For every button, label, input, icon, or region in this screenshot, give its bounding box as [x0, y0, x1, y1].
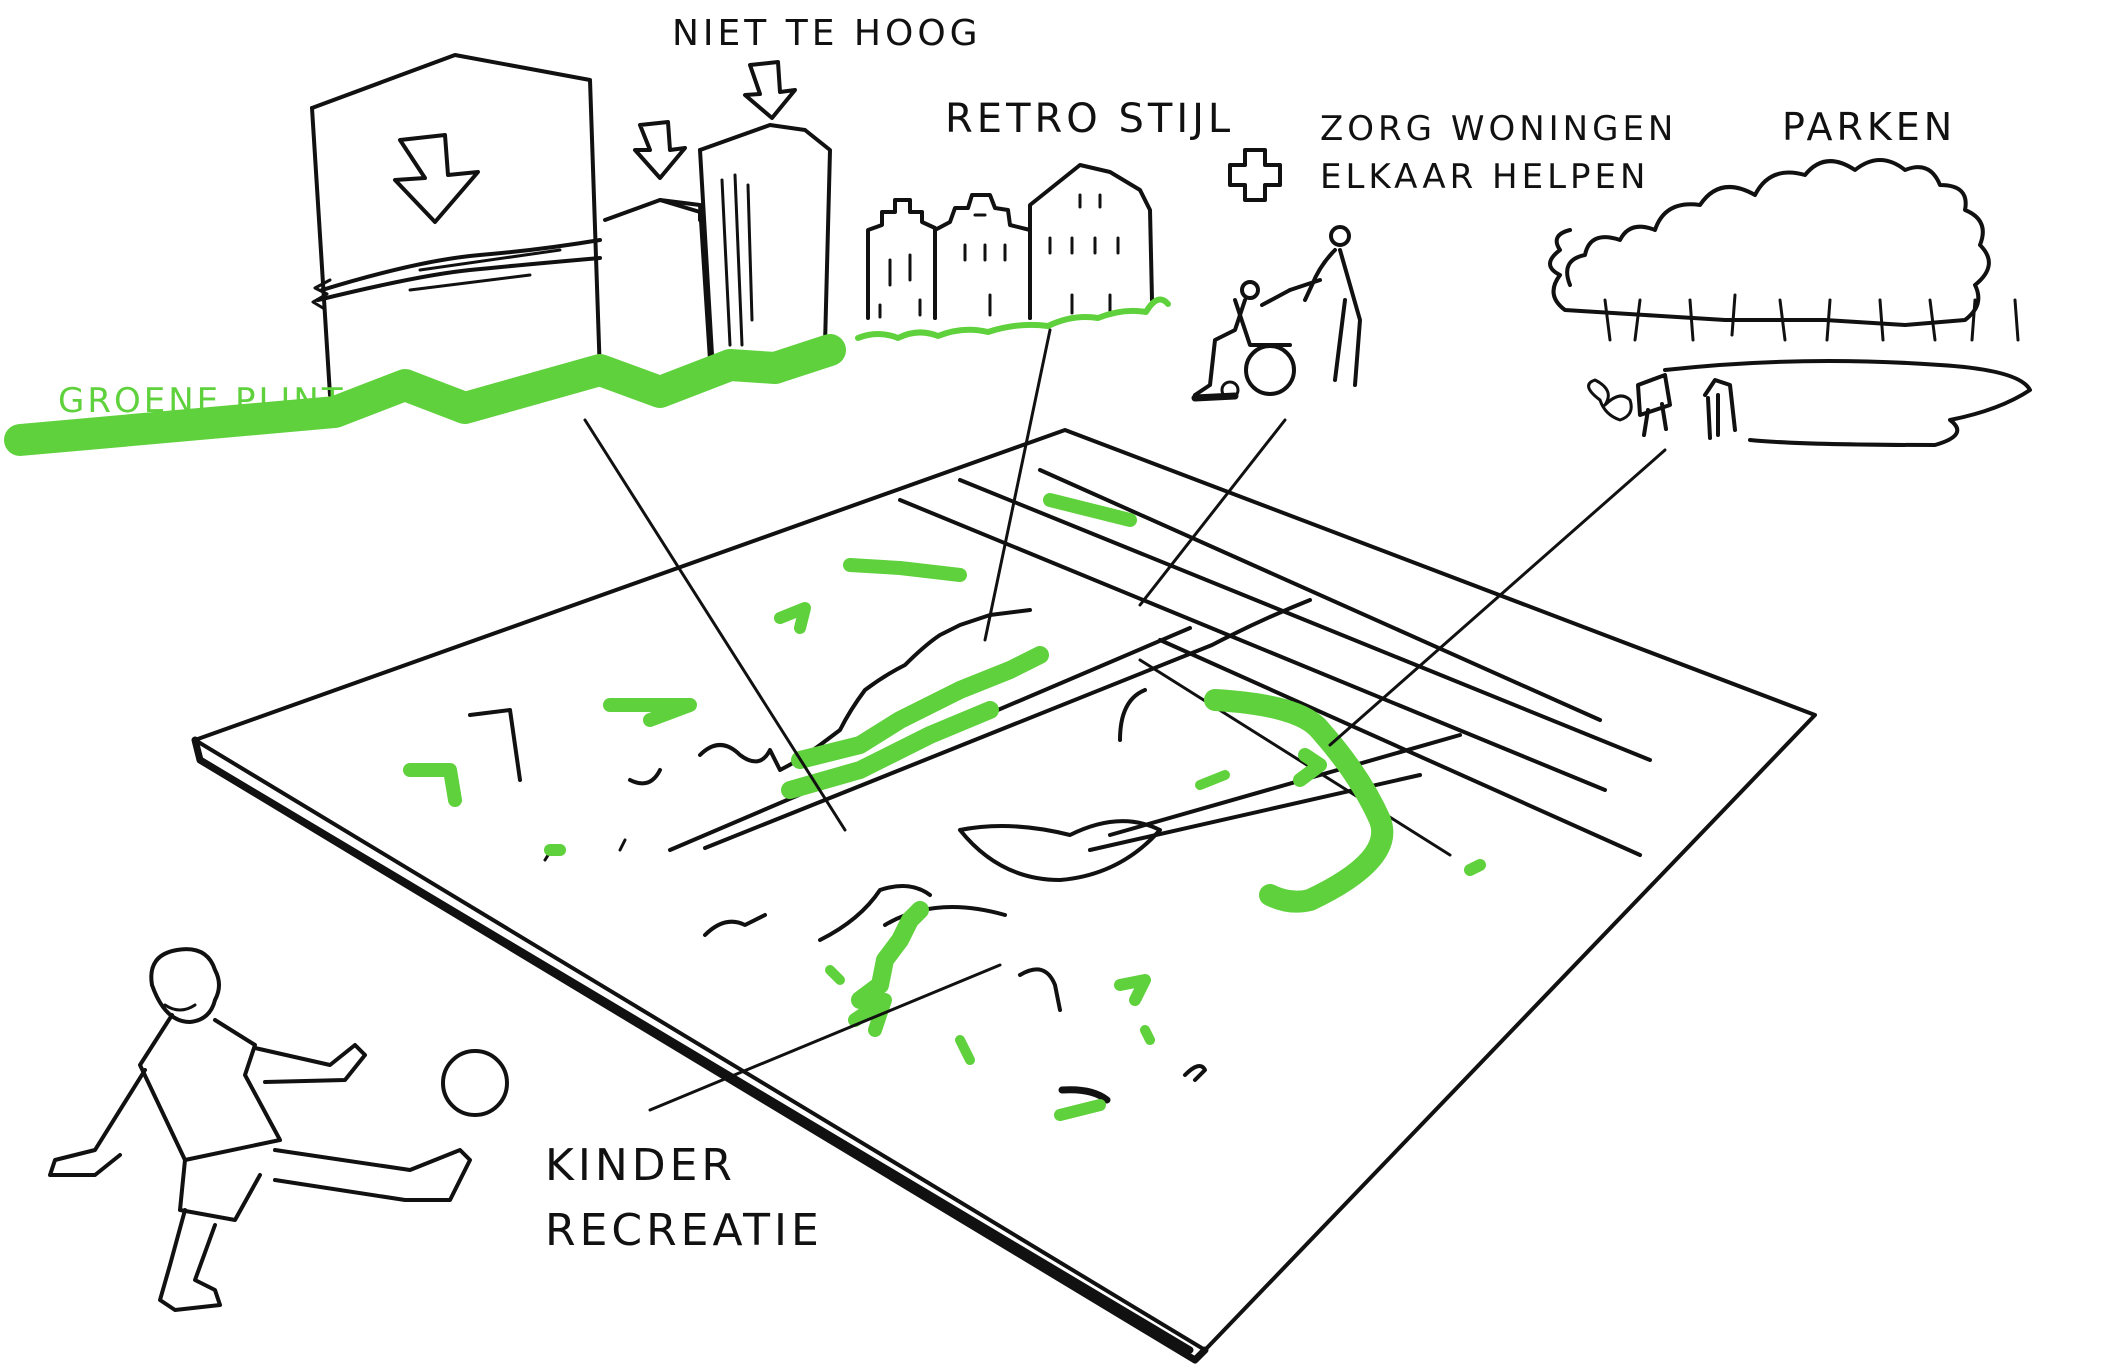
retro-stijl-label: RETRO STIJL [945, 96, 1234, 142]
recreatie-label: RECREATIE [545, 1205, 823, 1256]
child-kicking-ball-sketch [50, 949, 507, 1310]
elkaar-helpen-label: ELKAAR HELPEN [1320, 157, 1649, 197]
kinder-label: KINDER [545, 1140, 736, 1191]
tall-buildings-sketch [312, 55, 830, 395]
groene-plint-label: GROENE PLINT [58, 381, 346, 421]
parken-label: PARKEN [1782, 105, 1956, 149]
niet-te-hoog-label: NIET TE HOOG [672, 13, 982, 54]
zorg-woningen-label: ZORG WONINGEN [1320, 109, 1677, 149]
medical-cross-icon [1230, 150, 1280, 200]
retro-houses-sketch [858, 165, 1168, 338]
park-trees-sketch [1550, 160, 2030, 445]
green-plinth-band: GROENE PLINT [20, 350, 830, 440]
site-map-sheet [195, 330, 1815, 1360]
ball-icon [443, 1051, 507, 1115]
